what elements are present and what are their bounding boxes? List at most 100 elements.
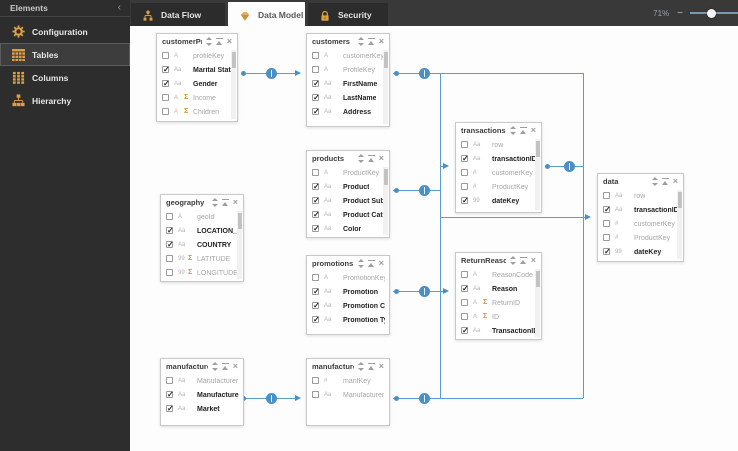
table-card-header[interactable]: geography× — [161, 195, 243, 210]
row-checkbox[interactable] — [312, 315, 320, 324]
close-icon[interactable]: × — [226, 36, 232, 46]
row-checkbox[interactable] — [461, 326, 469, 335]
tab-data-model[interactable]: Data Model — [228, 2, 305, 28]
row-checkbox[interactable] — [166, 255, 173, 262]
card-scrollbar[interactable] — [383, 167, 388, 235]
table-card-header[interactable]: customerPro...× — [157, 34, 237, 49]
close-icon[interactable]: × — [232, 361, 238, 371]
row-checkbox[interactable] — [162, 52, 169, 59]
collapse-icon[interactable] — [215, 37, 223, 46]
row-checkbox[interactable] — [603, 247, 611, 256]
sidebar-collapse-chevron-icon[interactable]: ‹ — [117, 2, 121, 13]
table-card-header[interactable]: manufacture...× — [161, 359, 243, 374]
row-checkbox[interactable] — [312, 66, 319, 73]
sort-icon[interactable] — [509, 126, 516, 135]
close-icon[interactable]: × — [530, 125, 536, 135]
row-checkbox[interactable] — [461, 284, 469, 293]
row-checkbox[interactable] — [312, 93, 320, 102]
row-checkbox[interactable] — [461, 299, 468, 306]
table-card-header[interactable]: transactions× — [456, 123, 541, 138]
relationship-node[interactable] — [418, 184, 430, 196]
sort-icon[interactable] — [211, 362, 218, 371]
row-checkbox[interactable] — [312, 274, 319, 281]
row-checkbox[interactable] — [312, 210, 320, 219]
relationship-node[interactable] — [418, 392, 430, 404]
sort-icon[interactable] — [357, 259, 364, 268]
relationship-node[interactable] — [265, 392, 277, 404]
row-checkbox[interactable] — [603, 234, 610, 241]
row-checkbox[interactable] — [603, 192, 610, 199]
relationship-node[interactable] — [418, 285, 430, 297]
sidebar-item-configuration[interactable]: Configuration — [0, 20, 130, 43]
close-icon[interactable]: × — [378, 36, 384, 46]
sort-icon[interactable] — [651, 177, 658, 186]
row-checkbox[interactable] — [461, 196, 469, 205]
close-icon[interactable]: × — [378, 153, 384, 163]
table-card-header[interactable]: customers× — [307, 34, 389, 49]
row-checkbox[interactable] — [461, 313, 468, 320]
row-checkbox[interactable] — [166, 226, 174, 235]
row-checkbox[interactable] — [312, 52, 319, 59]
card-scrollbar[interactable] — [231, 50, 236, 119]
card-scrollbar[interactable] — [237, 211, 242, 279]
row-checkbox[interactable] — [461, 169, 468, 176]
row-checkbox[interactable] — [312, 224, 320, 233]
row-checkbox[interactable] — [166, 240, 174, 249]
sort-icon[interactable] — [211, 198, 218, 207]
row-checkbox[interactable] — [461, 183, 468, 190]
sidebar-item-hierarchy[interactable]: Hierarchy — [0, 89, 130, 112]
sidebar-item-columns[interactable]: Columns — [0, 66, 130, 89]
relationship-node[interactable] — [418, 67, 430, 79]
sort-icon[interactable] — [357, 37, 364, 46]
table-card-header[interactable]: promotions× — [307, 256, 389, 271]
row-checkbox[interactable] — [603, 220, 610, 227]
row-checkbox[interactable] — [166, 404, 174, 413]
close-icon[interactable]: × — [378, 258, 384, 268]
model-canvas[interactable]: customerPro...×AprofileKeyAaMarital Stat… — [130, 26, 738, 451]
card-scrollbar[interactable] — [535, 139, 540, 210]
card-scrollbar[interactable] — [677, 190, 682, 259]
row-checkbox[interactable] — [603, 205, 611, 214]
sort-icon[interactable] — [205, 37, 212, 46]
row-checkbox[interactable] — [312, 301, 320, 310]
row-checkbox[interactable] — [312, 377, 319, 384]
collapse-icon[interactable] — [221, 362, 229, 371]
row-checkbox[interactable] — [166, 213, 173, 220]
collapse-icon[interactable] — [661, 177, 669, 186]
row-checkbox[interactable] — [461, 154, 469, 163]
collapse-icon[interactable] — [221, 198, 229, 207]
row-checkbox[interactable] — [166, 390, 174, 399]
row-checkbox[interactable] — [162, 65, 170, 74]
zoom-slider-handle[interactable] — [707, 8, 716, 18]
collapse-icon[interactable] — [367, 259, 375, 268]
row-checkbox[interactable] — [166, 269, 173, 276]
row-checkbox[interactable] — [312, 391, 319, 398]
sort-icon[interactable] — [509, 256, 516, 265]
table-card-header[interactable]: data× — [598, 174, 683, 189]
row-checkbox[interactable] — [166, 377, 173, 384]
table-card-header[interactable]: ReturnReason× — [456, 253, 541, 268]
row-checkbox[interactable] — [312, 182, 320, 191]
close-icon[interactable]: × — [378, 361, 384, 371]
collapse-icon[interactable] — [519, 126, 527, 135]
row-checkbox[interactable] — [312, 169, 319, 176]
zoom-slider[interactable] — [690, 8, 738, 18]
row-checkbox[interactable] — [162, 79, 170, 88]
relationship-node[interactable] — [563, 160, 575, 172]
row-checkbox[interactable] — [162, 94, 169, 101]
collapse-icon[interactable] — [367, 362, 375, 371]
card-scrollbar[interactable] — [383, 50, 388, 124]
close-icon[interactable]: × — [530, 255, 536, 265]
close-icon[interactable]: × — [672, 176, 678, 186]
row-checkbox[interactable] — [312, 79, 320, 88]
card-scrollbar[interactable] — [535, 269, 540, 337]
row-checkbox[interactable] — [461, 141, 468, 148]
collapse-icon[interactable] — [519, 256, 527, 265]
row-checkbox[interactable] — [312, 196, 320, 205]
row-checkbox[interactable] — [461, 271, 468, 278]
close-icon[interactable]: × — [232, 197, 238, 207]
relationship-node[interactable] — [265, 67, 277, 79]
sort-icon[interactable] — [357, 362, 364, 371]
sidebar-item-tables[interactable]: Tables — [0, 43, 130, 66]
collapse-icon[interactable] — [367, 154, 375, 163]
